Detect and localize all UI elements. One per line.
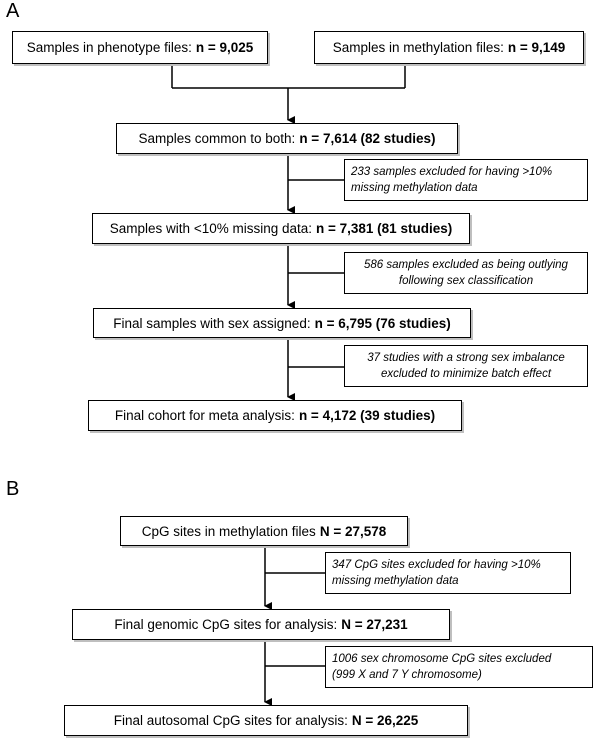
- box-phenotype-value: n = 9,025: [195, 40, 254, 55]
- box-missing-value: n = 7,381 (81 studies): [316, 221, 453, 236]
- note-excl2-line1: 586 samples excluded as being outlying: [364, 259, 568, 271]
- box-missing-data-samples: Samples with <10% missing data: n = 7,38…: [92, 213, 470, 244]
- box-phenotype-text: Samples in phenotype files:: [26, 40, 192, 55]
- note-excluded-sex-imbalance: 37 studies with a strong sex imbalance e…: [344, 345, 588, 387]
- box-common-text: Samples common to both:: [138, 131, 296, 146]
- box-missing-text: Samples with <10% missing data:: [109, 221, 313, 236]
- box-methylation-value: n = 9,149: [507, 40, 566, 55]
- note-b-excl1-line2: missing methylation data: [332, 575, 459, 587]
- box-final-text: Final cohort for meta analysis:: [114, 408, 295, 423]
- panel-label-b: B: [6, 478, 20, 500]
- box-genomic-value: N = 27,231: [341, 617, 408, 632]
- box-common-value: n = 7,614 (82 studies): [299, 131, 436, 146]
- note-excl3-line1: 37 studies with a strong sex imbalance: [367, 352, 565, 364]
- note-b-excluded-sex-chromosome: 1006 sex chromosome CpG sites excluded (…: [325, 646, 593, 688]
- box-common-samples: Samples common to both: n = 7,614 (82 st…: [116, 123, 458, 154]
- note-b-excl2-line1: 1006 sex chromosome CpG sites excluded: [332, 653, 552, 665]
- box-autosomal-value: N = 26,225: [351, 713, 419, 728]
- box-cpg-sites: CpG sites in methylation files N = 27,57…: [120, 516, 408, 546]
- box-final-cohort: Final cohort for meta analysis: n = 4,17…: [88, 400, 462, 431]
- box-methylation-samples: Samples in methylation files: n = 9,149: [314, 31, 584, 64]
- box-autosomal-cpg-sites: Final autosomal CpG sites for analysis: …: [64, 705, 468, 736]
- note-excluded-missing-data: 233 samples excluded for having >10% mis…: [344, 159, 588, 201]
- box-autosomal-text: Final autosomal CpG sites for analysis:: [113, 713, 348, 728]
- box-genomic-text: Final genomic CpG sites for analysis:: [114, 617, 338, 632]
- panel-label-a: A: [6, 0, 20, 22]
- note-b-excl2-line2: (999 X and 7 Y chromosome): [332, 669, 482, 681]
- box-cpg-value: N = 27,578: [319, 523, 387, 539]
- note-b-excl1-line1: 347 CpG sites excluded for having >10%: [332, 559, 541, 571]
- note-excluded-outlying: 586 samples excluded as being outlying f…: [344, 252, 588, 294]
- box-final-value: n = 4,172 (39 studies): [298, 408, 436, 423]
- note-excl1-line2: missing methylation data: [351, 182, 478, 194]
- note-excl3-line2: excluded to minimize batch effect: [380, 368, 552, 380]
- box-sex-value: n = 6,795 (76 studies): [314, 315, 451, 331]
- box-genomic-cpg-sites: Final genomic CpG sites for analysis: N …: [72, 609, 450, 640]
- note-b-excluded-missing: 347 CpG sites excluded for having >10% m…: [325, 552, 571, 594]
- box-sex-assigned-samples: Final samples with sex assigned: n = 6,7…: [93, 308, 471, 338]
- box-methylation-text: Samples in methylation files:: [332, 40, 504, 55]
- box-sex-text: Final samples with sex assigned:: [113, 315, 311, 331]
- note-excl2-line2: following sex classification: [398, 275, 534, 287]
- box-phenotype-samples: Samples in phenotype files: n = 9,025: [12, 31, 268, 64]
- note-excl1-line1: 233 samples excluded for having >10%: [351, 166, 553, 178]
- box-cpg-text: CpG sites in methylation files: [141, 523, 316, 539]
